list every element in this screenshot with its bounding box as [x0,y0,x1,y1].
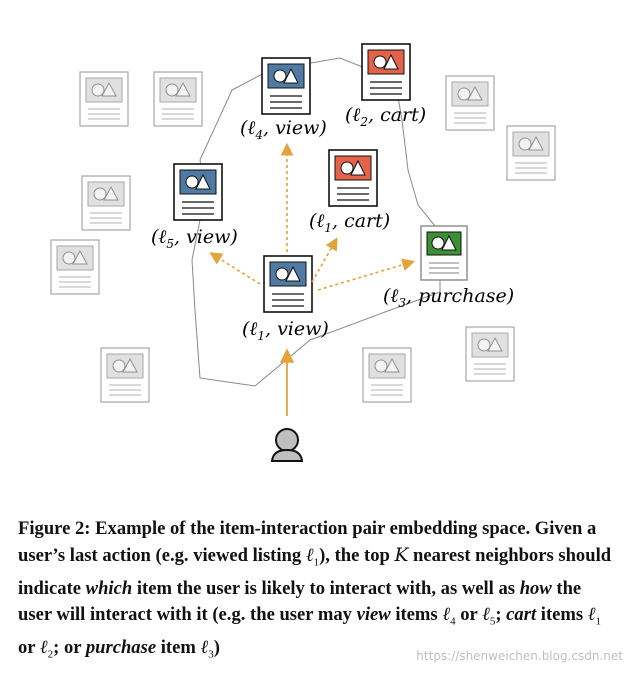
watermark: https://shenweichen.blog.csdn.net [416,649,623,663]
document-l1-view [263,255,313,313]
document-l5-view [173,163,223,221]
faded-document [362,347,412,403]
label-l2-cart: (ℓ2, cart) [345,104,426,129]
label-l1-cart: (ℓ1, cart) [309,210,390,235]
faded-document [50,239,100,295]
faded-document [79,71,129,127]
faded-document [81,175,131,231]
faded-document [153,71,203,127]
document-l4-view [261,57,311,115]
embedding-space-figure: (ℓ4, view) (ℓ2, cart) (ℓ1, cart) (ℓ5, vi… [50,43,556,462]
faded-document [445,75,495,131]
user-icon [270,428,304,462]
arrow-to-l5-view [209,252,261,285]
document-l1-cart [328,149,378,207]
document-l3-purchase [420,225,468,281]
document-l2-cart [361,43,411,101]
label-l5-view: (ℓ5, view) [151,226,238,251]
faded-document [506,125,556,181]
arrow-to-l3-purchase [317,258,416,291]
label-l1-view: (ℓ1, view) [242,318,329,343]
arrow-to-l1-cart [311,237,338,283]
faded-document [100,347,150,403]
label-l4-view: (ℓ4, view) [240,117,327,142]
faded-document [465,326,515,382]
label-l3-purchase: (ℓ3, purchase) [383,285,514,310]
figure-caption: Figure 2: Example of the item-interactio… [18,518,612,662]
